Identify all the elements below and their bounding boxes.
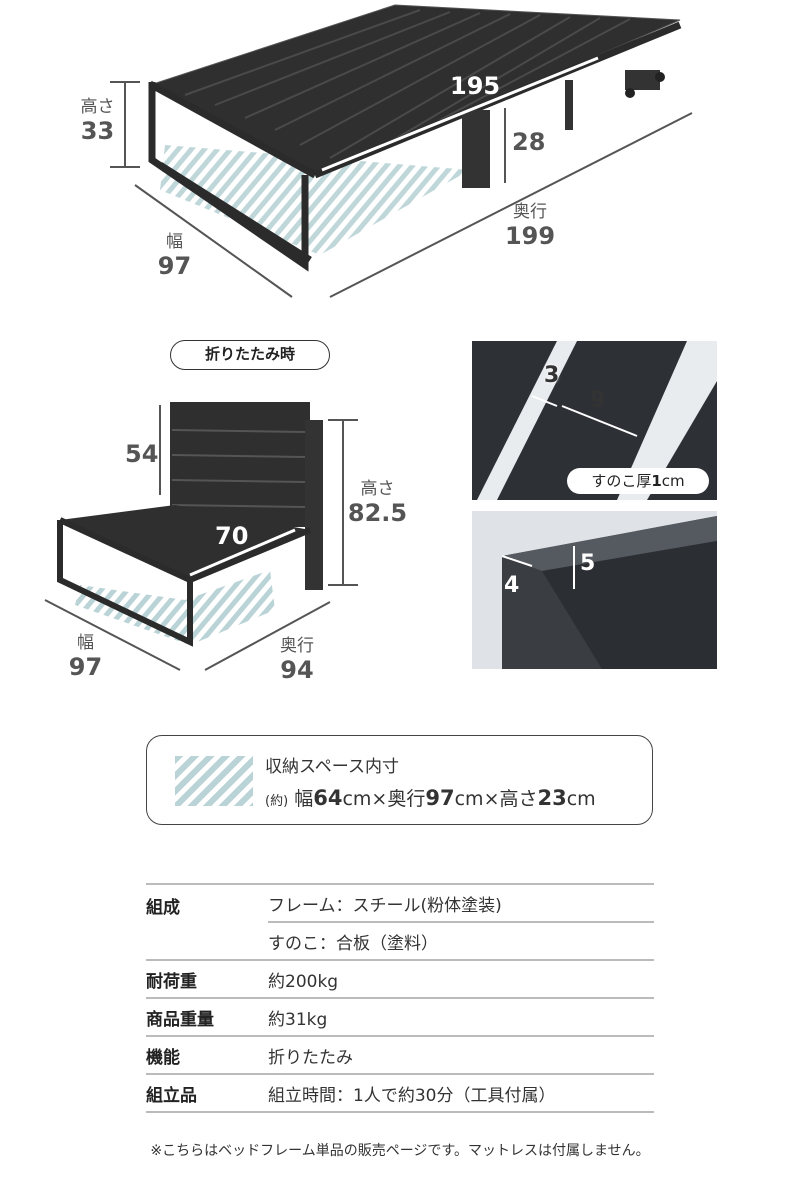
folded-depth-dimension: 奥行 94 bbox=[272, 636, 322, 684]
footnote: ※こちらはベッドフレーム単品の販売ページです。マットレスは付属しません。 bbox=[150, 1143, 650, 1159]
width-label: 幅 bbox=[77, 633, 94, 653]
storage-title: 収納スペース内寸 bbox=[265, 757, 399, 777]
table-row: 耐荷重約200kg bbox=[146, 960, 654, 999]
spec-table: 組成 フレーム：スチール(粉体塗装) すのこ：合板（塗料） 耐荷重約200kg … bbox=[146, 883, 654, 1113]
storage-dimensions-box: 収納スペース内寸 (約) 幅64cm×奥行97cm×高さ23cm bbox=[146, 735, 653, 825]
spec-key: 組成 bbox=[146, 883, 268, 961]
thickness-unit: cm bbox=[661, 472, 685, 490]
bed-depth-dimension: 奥行 199 bbox=[500, 202, 560, 250]
height-value: 82.5 bbox=[347, 498, 408, 527]
backrest-height-value: 54 bbox=[125, 440, 159, 468]
table-row: 機能折りたたみ bbox=[146, 1036, 654, 1075]
width-value: 97 bbox=[68, 652, 103, 681]
folded-height-dimension: 高さ 82.5 bbox=[345, 479, 410, 527]
frame-height-value: 5 bbox=[580, 551, 596, 576]
thickness-value: 1 bbox=[651, 472, 662, 490]
spec-key: 耐荷重 bbox=[146, 960, 268, 999]
spec-value: 折りたたみ bbox=[268, 1036, 654, 1075]
storage-depth-label: 奥行 bbox=[387, 788, 426, 810]
depth-value: 199 bbox=[504, 221, 556, 250]
storage-height-value: 23 bbox=[537, 786, 567, 810]
height-label: 高さ bbox=[80, 97, 115, 117]
approx-prefix: (約) bbox=[265, 794, 289, 809]
folded-illustration bbox=[44, 402, 358, 671]
spec-key: 商品重量 bbox=[146, 998, 268, 1037]
storage-hatch-swatch bbox=[175, 756, 253, 806]
folded-width-dimension: 幅 97 bbox=[63, 633, 108, 681]
spec-value: すのこ：合板（塗料） bbox=[268, 922, 654, 961]
table-row: 組成 フレーム：スチール(粉体塗装) bbox=[146, 883, 654, 961]
bed-height-dimension: 高さ 33 bbox=[75, 97, 120, 145]
storage-width-label: 幅 bbox=[294, 788, 314, 810]
length-value: 195 bbox=[450, 72, 501, 100]
thickness-label: すのこ厚 bbox=[591, 472, 652, 490]
frame-detail-photo: 4 5 bbox=[472, 511, 717, 669]
unit: cm bbox=[342, 788, 372, 810]
depth-label: 奥行 bbox=[280, 636, 314, 656]
frame-width-value: 4 bbox=[504, 573, 520, 598]
table-row: 組立品組立時間：1人で約30分（工具付属） bbox=[146, 1074, 654, 1113]
unit: cm bbox=[454, 788, 484, 810]
times: × bbox=[483, 788, 500, 810]
storage-depth-value: 97 bbox=[425, 786, 455, 810]
storage-width-value: 64 bbox=[313, 786, 343, 810]
table-row: すのこ：合板（塗料） bbox=[146, 922, 654, 961]
seat-length-value: 70 bbox=[215, 522, 249, 550]
spec-key: 機能 bbox=[146, 1036, 268, 1075]
spec-value: 約31kg bbox=[268, 998, 654, 1037]
storage-height-label: 高さ bbox=[499, 788, 538, 810]
times: × bbox=[371, 788, 388, 810]
slat-thickness-caption: すのこ厚1cm bbox=[567, 468, 709, 494]
leg-height-value: 28 bbox=[512, 128, 546, 156]
table-row: 商品重量約31kg bbox=[146, 998, 654, 1037]
depth-label: 奥行 bbox=[513, 202, 547, 222]
bed-illustration bbox=[110, 4, 693, 298]
folded-badge: 折りたたみ時 bbox=[170, 340, 330, 370]
slat-gap-value: 3 bbox=[544, 363, 560, 388]
storage-dimensions: (約) 幅64cm×奥行97cm×高さ23cm bbox=[265, 784, 596, 811]
depth-value: 94 bbox=[280, 655, 314, 684]
width-value: 97 bbox=[157, 251, 192, 280]
height-label: 高さ bbox=[360, 479, 395, 499]
spec-value: 約200kg bbox=[268, 960, 654, 999]
slat-detail-photo: 3 9 すのこ厚1cm bbox=[472, 341, 717, 500]
slat-width-value: 9 bbox=[590, 388, 606, 413]
bed-width-dimension: 幅 97 bbox=[152, 232, 197, 280]
unit: cm bbox=[566, 788, 596, 810]
spec-value: フレーム：スチール(粉体塗装) bbox=[268, 883, 654, 923]
width-label: 幅 bbox=[166, 232, 183, 252]
spec-key: 組立品 bbox=[146, 1074, 268, 1113]
spec-value: 組立時間：1人で約30分（工具付属） bbox=[268, 1074, 654, 1113]
height-value: 33 bbox=[80, 116, 115, 145]
